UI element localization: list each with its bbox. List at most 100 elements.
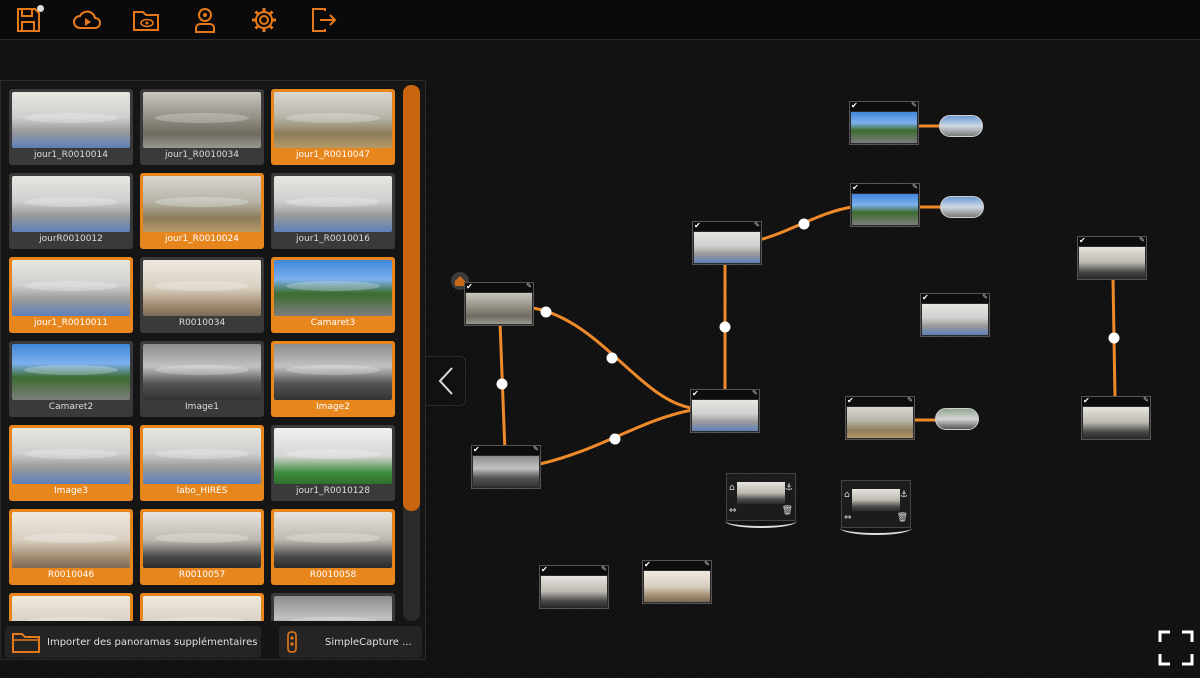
panorama-preview (12, 596, 130, 621)
graph-node[interactable]: ✔✎ (845, 396, 915, 440)
edit-icon[interactable]: ✎ (907, 397, 913, 404)
unsaved-indicator (37, 4, 44, 12)
panorama-thumbnail[interactable]: jour1_R0010016 (271, 173, 395, 249)
panorama-thumbnail[interactable]: jour1_R0010047 (271, 89, 395, 165)
panorama-preview (143, 260, 261, 316)
edge-handle[interactable] (496, 378, 508, 390)
exit-button[interactable] (305, 2, 341, 38)
panorama-thumbnail[interactable]: Camaret3 (271, 257, 395, 333)
panorama-thumbnail[interactable]: Camaret2 (9, 341, 133, 417)
panorama-thumbnail[interactable]: Image2 (271, 341, 395, 417)
edge-handle[interactable] (540, 306, 552, 318)
graph-node[interactable]: ✔✎ (850, 183, 920, 227)
panorama-thumbnail[interactable] (9, 593, 133, 621)
edge-handle[interactable] (606, 352, 618, 364)
panorama-preview (274, 512, 392, 568)
panorama-label: Image3 (54, 486, 88, 496)
preview-button[interactable] (69, 2, 105, 38)
settings-button[interactable] (246, 2, 282, 38)
edit-icon[interactable]: ✎ (912, 184, 918, 191)
folder-eye-icon (133, 10, 159, 31)
panorama-thumbnail[interactable]: Image3 (9, 425, 133, 501)
check-icon: ✔ (1079, 237, 1086, 245)
panorama-thumbnail[interactable]: jour1_R0010034 (140, 89, 264, 165)
check-icon: ✔ (692, 390, 699, 398)
panorama-preview (274, 92, 392, 148)
graph-node[interactable]: ✔✎ (920, 293, 990, 337)
trash-icon: 🗑 (896, 513, 908, 523)
edge-handle[interactable] (798, 218, 810, 230)
check-icon: ✔ (1083, 397, 1090, 405)
panorama-thumbnail[interactable]: jourR0010012 (9, 173, 133, 249)
edit-icon[interactable]: ✎ (1139, 237, 1145, 244)
scrollbar-thumb[interactable] (403, 85, 420, 511)
save-button[interactable] (10, 2, 46, 38)
panorama-preview (12, 260, 130, 316)
link-target-pill[interactable] (939, 115, 983, 137)
collapse-panel-button[interactable] (426, 356, 466, 406)
check-icon: ✔ (852, 184, 859, 192)
panorama-preview (274, 176, 392, 232)
panorama-thumbnail[interactable]: Image1 (140, 341, 264, 417)
check-icon: ✔ (541, 566, 548, 574)
panorama-thumbnail[interactable]: R0010046 (9, 509, 133, 585)
profile-button[interactable] (187, 2, 223, 38)
anchor-icon: ⚓ (899, 490, 908, 500)
panorama-label: jour1_R0010128 (296, 486, 370, 496)
panorama-preview (143, 176, 261, 232)
edit-icon[interactable]: ✎ (911, 102, 917, 109)
panorama-thumbnail[interactable]: R0010034 (140, 257, 264, 333)
panorama-label: Image1 (185, 402, 219, 412)
edge-handle[interactable] (1108, 332, 1120, 344)
simplecapture-button[interactable]: SimpleCapture ... (279, 626, 422, 658)
hotspot-node[interactable]: ⌂ ⚓ ⇔ 🗑 (840, 480, 912, 535)
graph-node[interactable]: ✔✎ (1077, 236, 1147, 280)
panorama-preview (274, 428, 392, 484)
edit-icon[interactable]: ✎ (601, 566, 607, 573)
panorama-thumbnail[interactable]: labo_HIRES (140, 425, 264, 501)
panorama-label: Image2 (316, 402, 350, 412)
edge-handle[interactable] (609, 433, 621, 445)
edge-handle[interactable] (719, 321, 731, 333)
panorama-thumbnail[interactable]: jour1_R0010011 (9, 257, 133, 333)
panorama-label: Camaret2 (48, 402, 94, 412)
graph-node[interactable]: ✔✎ (464, 282, 534, 326)
panorama-thumbnail[interactable]: jour1_R0010128 (271, 425, 395, 501)
link-target-pill[interactable] (935, 408, 979, 430)
graph-node[interactable]: ✔✎ (849, 101, 919, 145)
library-scrollbar[interactable] (403, 85, 420, 621)
graph-node[interactable]: ✔✎ (690, 389, 760, 433)
graph-node[interactable]: ✔✎ (539, 565, 609, 609)
edit-icon[interactable]: ✎ (754, 222, 760, 229)
fullscreen-button[interactable] (1158, 630, 1194, 666)
import-panoramas-button[interactable]: Importer des panoramas supplémentaires (5, 626, 261, 658)
graph-node[interactable]: ✔✎ (692, 221, 762, 265)
graph-node[interactable]: ✔✎ (642, 560, 712, 604)
check-icon: ✔ (851, 102, 858, 110)
link-target-pill[interactable] (940, 196, 984, 218)
edit-icon[interactable]: ✎ (526, 283, 532, 290)
save-icon (17, 7, 40, 32)
panorama-thumbnail[interactable] (271, 593, 395, 621)
panorama-thumbnail[interactable]: jour1_R0010024 (140, 173, 264, 249)
graph-node[interactable]: ✔✎ (1081, 396, 1151, 440)
open-project-button[interactable] (128, 2, 164, 38)
edit-icon[interactable]: ✎ (752, 390, 758, 397)
panorama-thumbnail[interactable]: R0010058 (271, 509, 395, 585)
edit-icon[interactable]: ✎ (982, 294, 988, 301)
panorama-thumbnail[interactable]: R0010057 (140, 509, 264, 585)
panorama-preview (143, 512, 261, 568)
panorama-label: jour1_R0010014 (34, 150, 108, 160)
panorama-thumbnail[interactable] (140, 593, 264, 621)
panorama-thumbnail[interactable]: jour1_R0010014 (9, 89, 133, 165)
toolbar (0, 0, 1200, 40)
edit-icon[interactable]: ✎ (1143, 397, 1149, 404)
cloud-play-icon (73, 10, 101, 29)
edit-icon[interactable]: ✎ (533, 446, 539, 453)
edit-icon[interactable]: ✎ (704, 561, 710, 568)
hotspot-node[interactable]: ⌂ ⚓ ⇔ 🗑 (725, 473, 797, 528)
graph-node[interactable]: ✔✎ (471, 445, 541, 489)
panorama-label: R0010058 (309, 570, 357, 580)
panorama-label: jour1_R0010024 (165, 234, 239, 244)
